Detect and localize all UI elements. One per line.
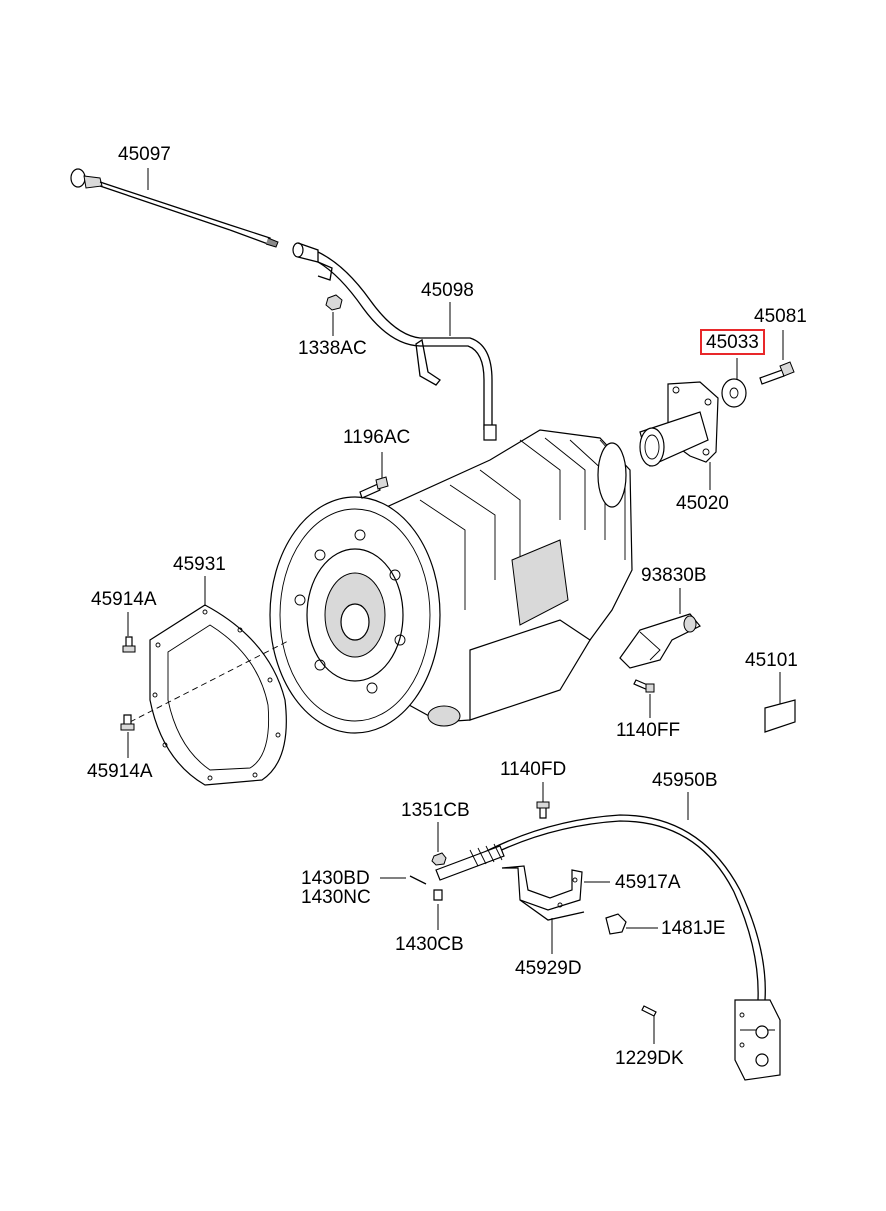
- inhibitor-switch-part: [619, 613, 701, 669]
- extension-housing-part: [639, 381, 719, 467]
- bolt-1140ff-part: [633, 679, 655, 693]
- pin-1430bd-part: [409, 875, 427, 885]
- nut-1338ac-part: [325, 294, 343, 311]
- bolt-1196ac-part: [359, 476, 389, 499]
- cable-bracket-part: [501, 865, 585, 921]
- washer-1430cb-part: [433, 889, 443, 901]
- part-label-45950b[interactable]: 45950B: [652, 770, 718, 791]
- dipstick-tube-part: [292, 242, 497, 441]
- part-label-45097[interactable]: 45097: [118, 144, 171, 165]
- part-label-1481je[interactable]: 1481JE: [661, 918, 726, 939]
- label-plate-part: [764, 699, 796, 733]
- part-label-45098[interactable]: 45098: [421, 280, 474, 301]
- leader-lines: [127, 168, 784, 1044]
- part-label-45917a[interactable]: 45917A: [615, 872, 681, 893]
- part-label-45931[interactable]: 45931: [173, 554, 226, 575]
- part-label-45101[interactable]: 45101: [745, 650, 798, 671]
- clip-1481je-part: [605, 913, 627, 935]
- part-label-1430nc[interactable]: 1430NC: [301, 887, 371, 908]
- part-label-45033-highlighted[interactable]: 45033: [700, 329, 765, 355]
- bolt-45914a-bottom-part: [120, 714, 135, 731]
- part-label-45914a-bottom[interactable]: 45914A: [87, 761, 153, 782]
- part-label-1196ac[interactable]: 1196AC: [343, 427, 411, 448]
- part-label-45081[interactable]: 45081: [754, 306, 807, 327]
- bolt-1229dk-part: [641, 1005, 657, 1017]
- nut-1351cb-part: [431, 852, 447, 866]
- part-label-93830b[interactable]: 93830B: [641, 565, 707, 586]
- part-label-1140fd[interactable]: 1140FD: [500, 759, 567, 780]
- gasket-plate-part: [129, 604, 291, 786]
- shift-cable-part: [435, 814, 781, 1081]
- part-label-45929d[interactable]: 45929D: [515, 958, 582, 979]
- part-label-1140ff[interactable]: 1140FF: [616, 720, 681, 741]
- dipstick-part: [70, 168, 279, 248]
- part-label-1229dk[interactable]: 1229DK: [615, 1048, 684, 1069]
- bolt-45914a-top-part: [122, 636, 136, 653]
- seal-45033-part: [721, 378, 747, 408]
- part-label-1430bd[interactable]: 1430BD: [301, 868, 370, 889]
- part-label-45914a-top[interactable]: 45914A: [91, 589, 157, 610]
- part-label-1351cb[interactable]: 1351CB: [401, 800, 470, 821]
- part-label-1430cb[interactable]: 1430CB: [395, 934, 464, 955]
- bolt-1140fd-part: [536, 801, 550, 819]
- transmission-body-part: [269, 429, 633, 734]
- bolt-45081-part: [759, 361, 795, 385]
- part-label-45020[interactable]: 45020: [676, 493, 729, 514]
- part-label-1338ac[interactable]: 1338AC: [298, 338, 367, 359]
